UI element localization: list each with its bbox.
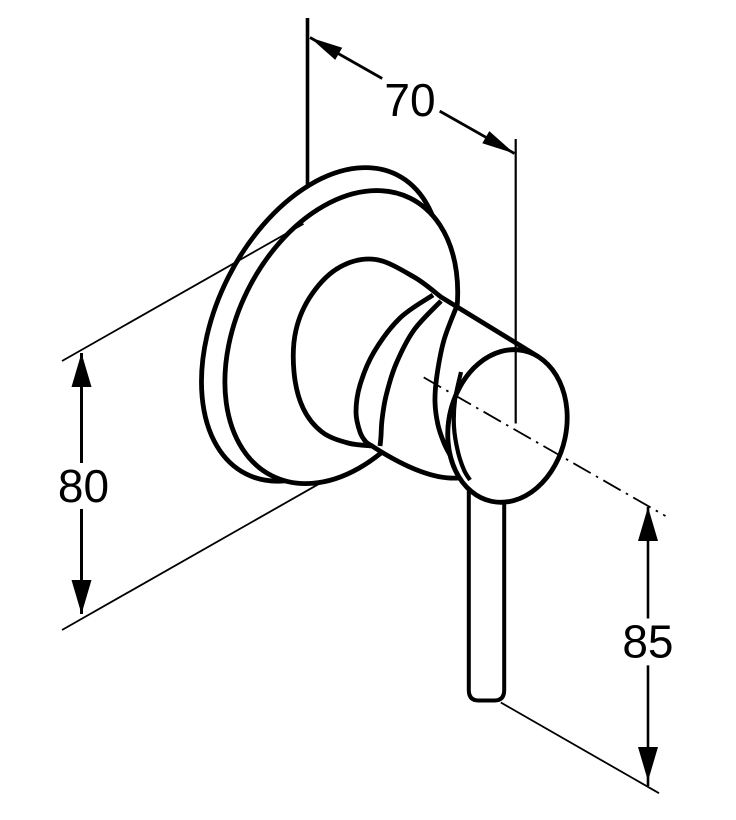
- svg-text:85: 85: [622, 616, 673, 668]
- svg-text:80: 80: [58, 460, 109, 512]
- svg-text:70: 70: [384, 74, 435, 126]
